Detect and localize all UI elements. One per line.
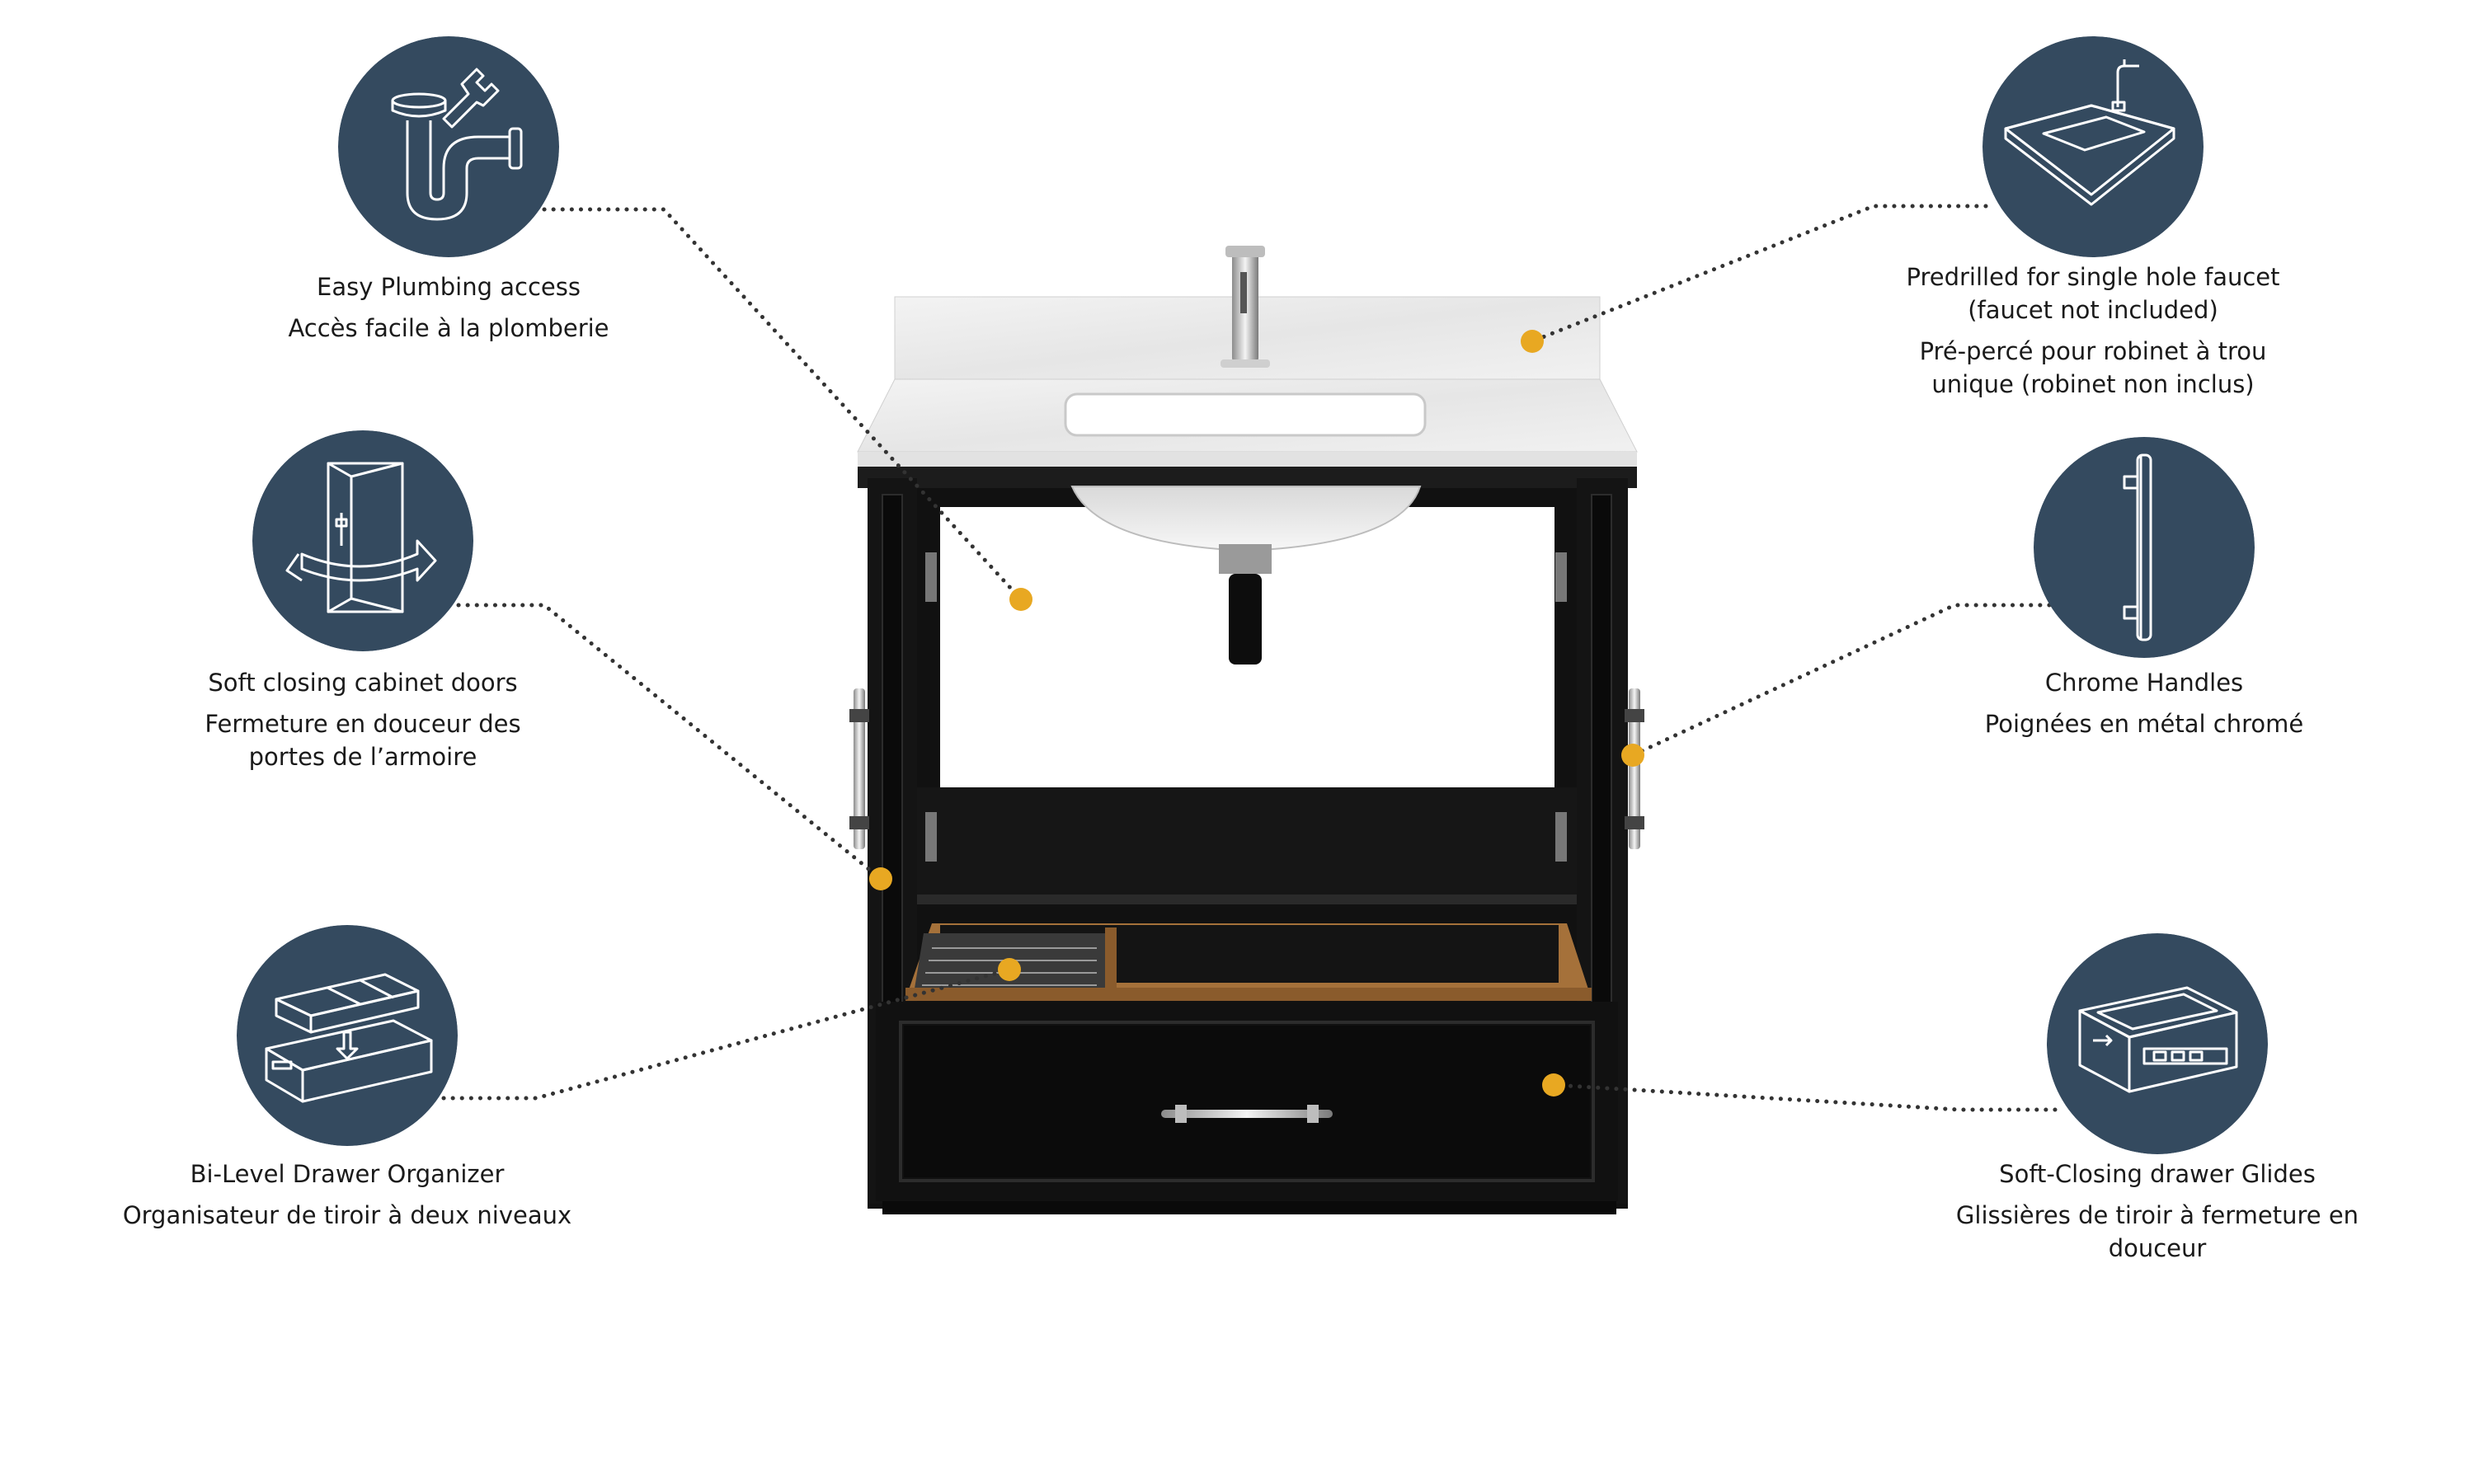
organizer-callout-line — [441, 967, 1012, 1101]
doors-callout-line — [456, 603, 883, 881]
bar-handle-icon — [2034, 437, 2255, 658]
plumbing-caption: Easy Plumbing access Accès facile à la p… — [201, 270, 696, 345]
plumbing-label-fr: Accès facile à la plomberie — [288, 314, 609, 342]
glides-label-en: Soft-Closing drawer Glides — [1999, 1160, 2316, 1188]
left-door-handle — [849, 688, 869, 849]
doors-caption: Soft closing cabinet doors Fermeture en … — [115, 666, 610, 773]
faucet-label-fr: Pré-percé pour robinet à trou unique (ro… — [1919, 337, 2267, 398]
glides-label-fr: Glissières de tiroir à fermeture en douc… — [1955, 1201, 2359, 1262]
doors-callout-dot — [869, 867, 892, 890]
soft-close-door-icon — [252, 430, 473, 651]
faucet-callout-dot — [1521, 330, 1544, 353]
callout-lines — [441, 204, 2058, 1112]
glides-callout-dot — [1542, 1073, 1565, 1097]
handles-caption: Chrome Handles Poignées en métal chromé — [1897, 666, 2392, 740]
open-drawer — [905, 923, 1592, 1001]
doors-label-fr: Fermeture en douceur des portes de l’arm… — [205, 710, 521, 771]
countertop-faucet-icon — [1982, 36, 2204, 257]
handles-callout-line — [1630, 603, 2052, 758]
organizer-callout-dot — [998, 958, 1021, 981]
plumbing-label-en: Easy Plumbing access — [317, 273, 581, 301]
glides-caption: Soft-Closing drawer Glides Glissières de… — [1910, 1158, 2405, 1265]
right-door-handle — [1625, 688, 1644, 849]
handles-label-fr: Poignées en métal chromé — [1984, 710, 2304, 738]
handles-callout-dot — [1621, 744, 1644, 767]
plumbing-callout-dot — [1009, 588, 1032, 611]
p-trap-wrench-icon — [338, 36, 559, 257]
drawer-organizer-icon — [237, 925, 458, 1146]
doors-label-en: Soft closing cabinet doors — [208, 669, 518, 697]
drawer-front — [876, 1002, 1618, 1201]
faucet-callout-line — [1530, 204, 1988, 344]
callout-dots — [869, 330, 1644, 1097]
organizer-caption: Bi-Level Drawer Organizer Organisateur d… — [100, 1158, 595, 1232]
plumbing-callout-line — [542, 207, 1023, 602]
faucet-caption: Predrilled for single hole faucet (fauce… — [1846, 261, 2340, 401]
organizer-label-fr: Organisateur de tiroir à deux niveaux — [122, 1201, 572, 1229]
faucet-label-en: Predrilled for single hole faucet (fauce… — [1906, 263, 2280, 324]
sink-opening — [1064, 392, 1427, 437]
drawer-glide-icon — [2047, 933, 2268, 1154]
organizer-label-en: Bi-Level Drawer Organizer — [190, 1160, 505, 1188]
cabinet-shelf — [915, 787, 1583, 903]
glides-callout-line — [1551, 1082, 2058, 1112]
handles-label-en: Chrome Handles — [2044, 669, 2244, 697]
faucet — [1221, 246, 1270, 368]
